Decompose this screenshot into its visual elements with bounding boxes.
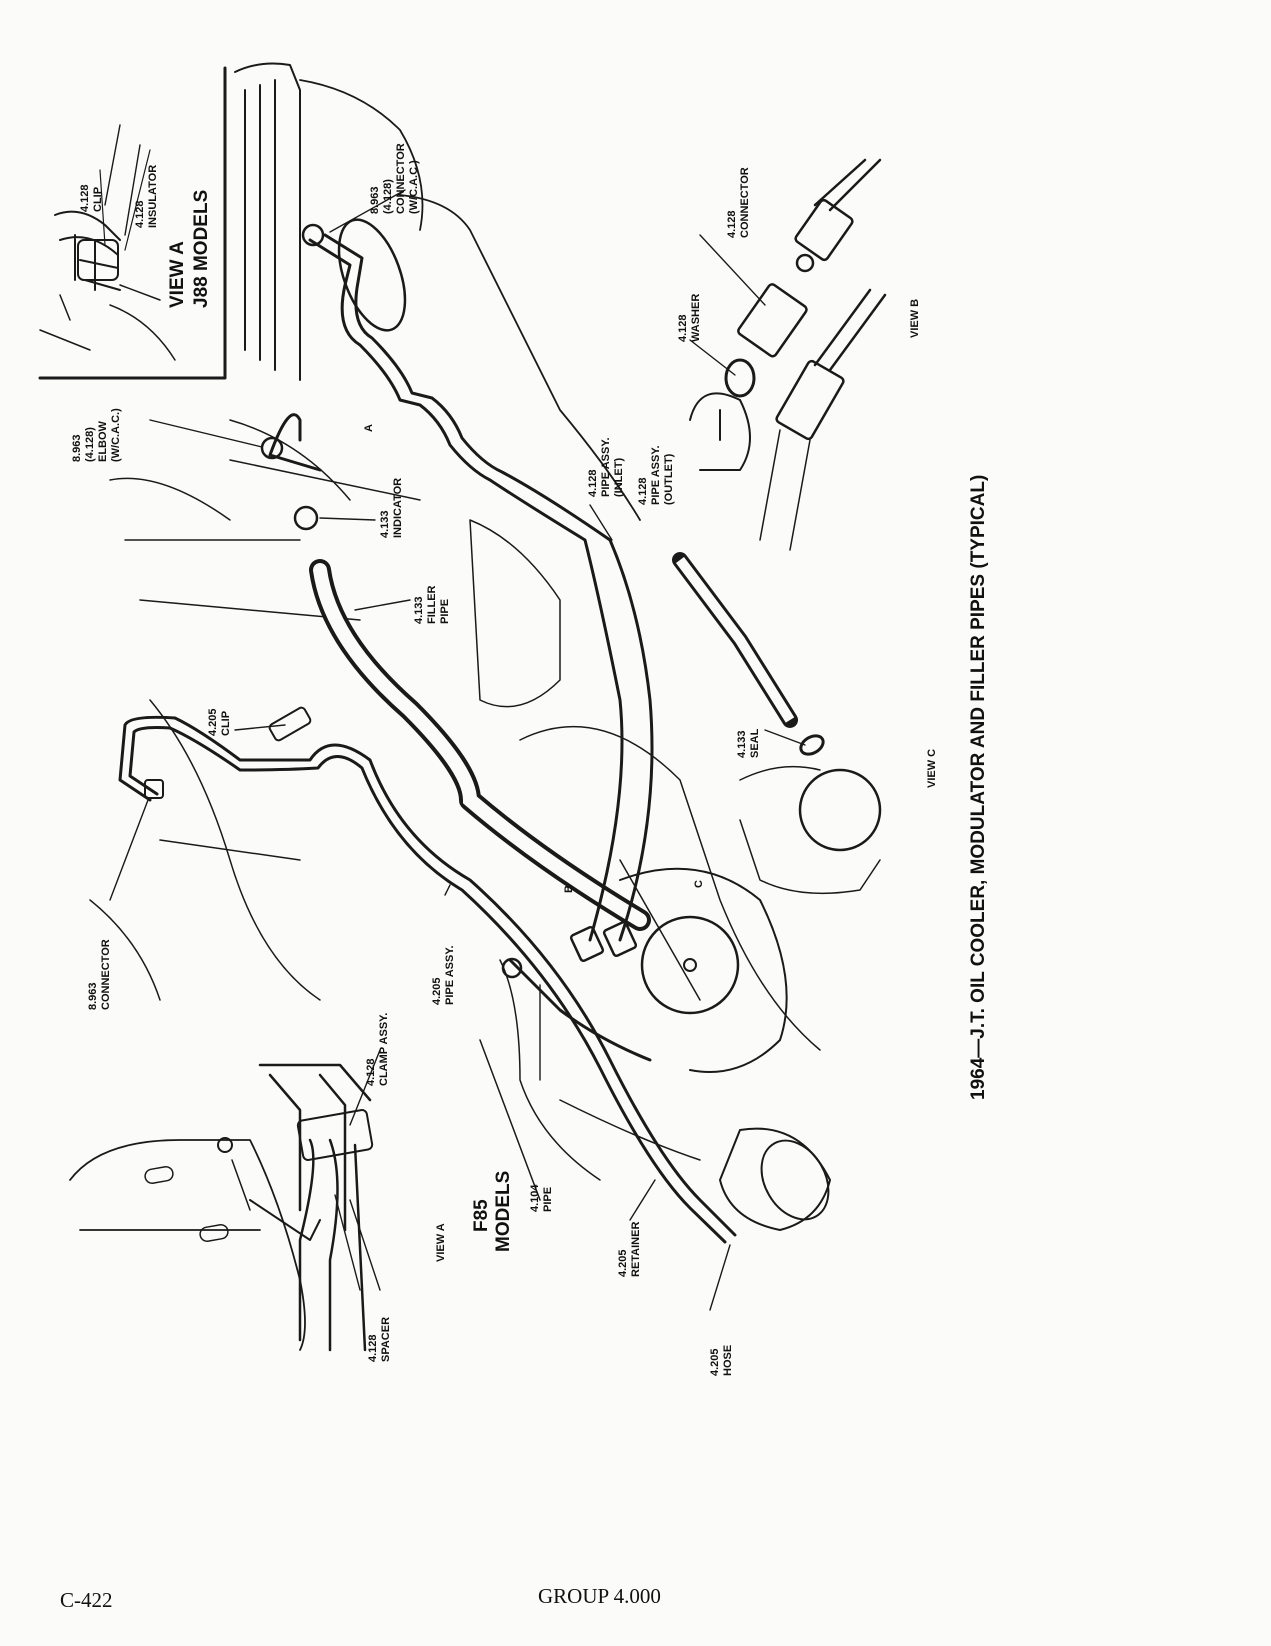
label-f85-view: VIEW A bbox=[435, 1223, 447, 1262]
label-connector-963: 8.963 CONNECTOR bbox=[87, 939, 112, 1010]
label-insulator: 4.128 INSULATOR bbox=[134, 165, 159, 228]
label-marker-c: C bbox=[693, 880, 705, 888]
label-washer: 4.128 WASHER bbox=[677, 294, 702, 342]
label-spacer: 4.128 SPACER bbox=[367, 1317, 392, 1362]
j88-inset bbox=[38, 66, 227, 380]
view-a-f85-detail bbox=[69, 1063, 374, 1352]
label-clip-top: 4.128 CLIP bbox=[79, 181, 104, 212]
label-hose: 4.205 HOSE bbox=[709, 1345, 734, 1376]
label-pipe-104: 4.104 PIPE bbox=[529, 1181, 554, 1212]
fittings bbox=[144, 223, 638, 979]
filler-pipe bbox=[309, 559, 651, 931]
label-filler-pipe: 4.133 FILLER PIPE bbox=[413, 582, 451, 624]
figure-title: 1964—J.T. OIL COOLER, MODULATOR AND FILL… bbox=[968, 475, 989, 1100]
view-c-detail bbox=[672, 552, 882, 895]
label-pipe-205: 4.205 PIPE ASSY. bbox=[431, 945, 456, 1005]
modulator-pipe bbox=[118, 715, 737, 1244]
label-f85-models: F85 MODELS bbox=[471, 1171, 514, 1252]
label-view-b: VIEW B bbox=[909, 299, 921, 338]
label-indicator: 4.133 INDICATOR bbox=[379, 478, 404, 538]
label-pipe-inlet: 4.128 PIPE ASSY. (INLET) bbox=[587, 434, 625, 497]
label-clip-205: 4.205 CLIP bbox=[207, 705, 232, 736]
label-clamp: 4.128 CLAMP ASSY. bbox=[365, 1013, 390, 1086]
transmission-housing bbox=[619, 867, 831, 1231]
label-elbow: 8.963 (4.128) ELBOW (W/C.A.C.) bbox=[71, 408, 122, 462]
page-number: C-422 bbox=[60, 1588, 113, 1612]
label-marker-b: B bbox=[563, 885, 575, 893]
group-label: GROUP 4.000 bbox=[538, 1584, 661, 1608]
label-retainer: 4.205 RETAINER bbox=[617, 1222, 642, 1277]
label-j88-view: VIEW A J88 MODELS bbox=[167, 190, 212, 308]
label-marker-a: A bbox=[363, 424, 375, 432]
leader-lines bbox=[104, 124, 806, 1311]
cooler-pipes bbox=[268, 233, 654, 942]
callout-labels: 4.128 CLIP 4.128 INSULATOR VIEW A J88 MO… bbox=[71, 140, 938, 1376]
label-connector-b: 4.128 CONNECTOR bbox=[726, 167, 751, 238]
label-view-c: VIEW C bbox=[926, 749, 938, 788]
label-connector-top: 8.963 (4.128) CONNECTOR (W/C.A.C.) bbox=[369, 140, 420, 214]
label-seal: 4.133 SEAL bbox=[736, 727, 761, 758]
view-b-detail bbox=[689, 158, 887, 551]
label-pipe-outlet: 4.128 PIPE ASSY. (OUTLET) bbox=[637, 442, 675, 505]
